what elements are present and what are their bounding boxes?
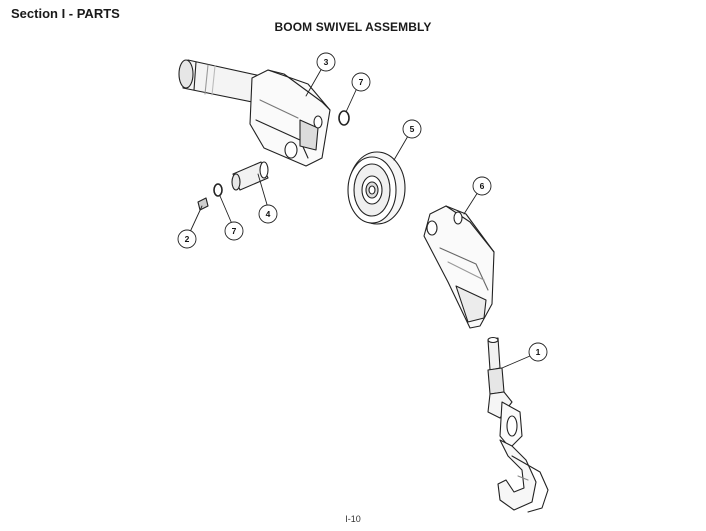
callout-3: 3 [316,52,336,72]
svg-text:2: 2 [185,234,190,244]
sheave-pulley-part [347,151,406,225]
svg-text:6: 6 [480,181,485,191]
callout-1: 1 [528,342,548,362]
swivel-housing-part [178,59,331,167]
callout-4: 4 [258,204,278,224]
callout-7-lower: 7 [224,221,244,241]
section-title: Section I - PARTS [11,6,120,21]
page-number: I-10 [345,514,361,524]
svg-text:7: 7 [232,226,237,236]
grease-fitting-part [197,197,209,211]
hook-assembly-part [487,336,549,513]
pin-part [231,161,269,191]
swivel-bracket-part [423,205,495,329]
svg-text:4: 4 [266,209,271,219]
svg-text:7: 7 [359,77,364,87]
svg-text:5: 5 [410,124,415,134]
callout-2: 2 [177,229,197,249]
callout-5: 5 [402,119,422,139]
callout-7-upper: 7 [351,72,371,92]
callout-6: 6 [472,176,492,196]
retaining-ring-lower-part [213,183,223,197]
svg-text:3: 3 [324,57,329,67]
diagram-title: BOOM SWIVEL ASSEMBLY [274,20,432,34]
retaining-ring-upper-part [338,110,350,126]
svg-text:1: 1 [536,347,541,357]
